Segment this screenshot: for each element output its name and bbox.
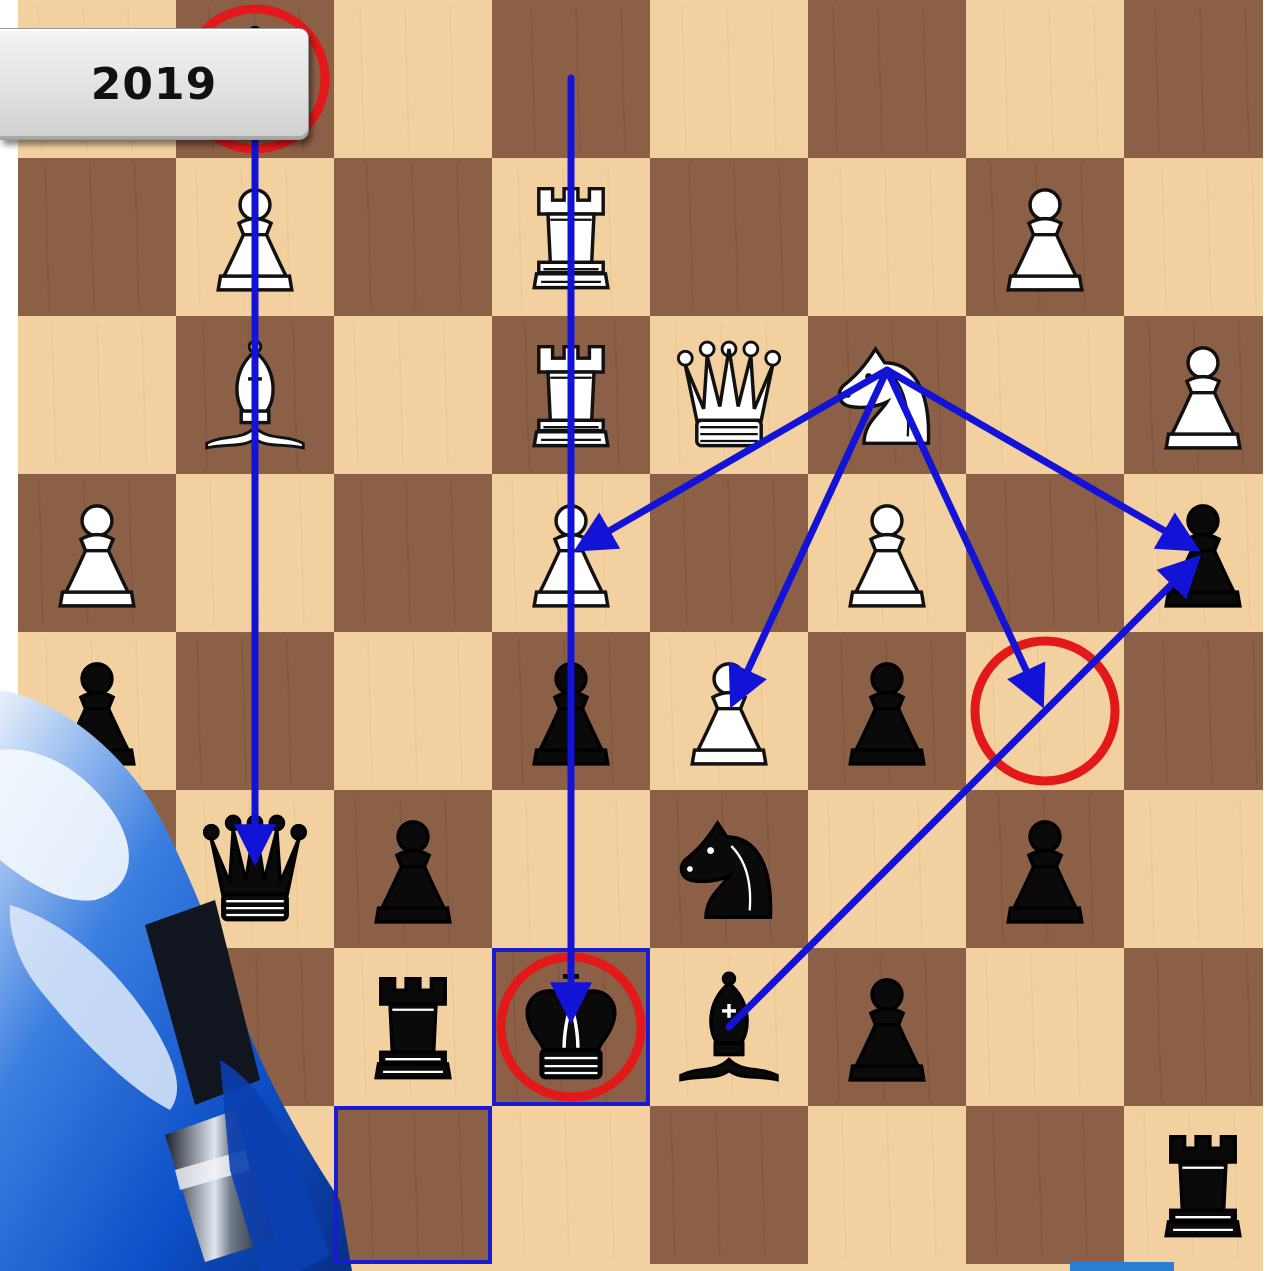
year-label: 2019 [91,59,217,110]
square-a2[interactable] [1124,948,1263,1106]
square-a7[interactable] [1124,158,1263,316]
square-c8[interactable] [808,0,966,158]
square-b5[interactable] [966,474,1124,632]
square-f1[interactable] [334,1106,492,1264]
square-f8[interactable] [334,0,492,158]
square-d7[interactable] [650,158,808,316]
square-h7[interactable] [18,158,176,316]
square-b1[interactable] [966,1106,1124,1264]
square-a8[interactable] [1124,0,1263,158]
year-badge: 2019 [0,28,309,140]
corner-accent [1070,1262,1174,1271]
square-a4[interactable] [1124,632,1263,790]
square-b8[interactable] [966,0,1124,158]
square-f5[interactable] [334,474,492,632]
square-e1[interactable] [492,1106,650,1264]
